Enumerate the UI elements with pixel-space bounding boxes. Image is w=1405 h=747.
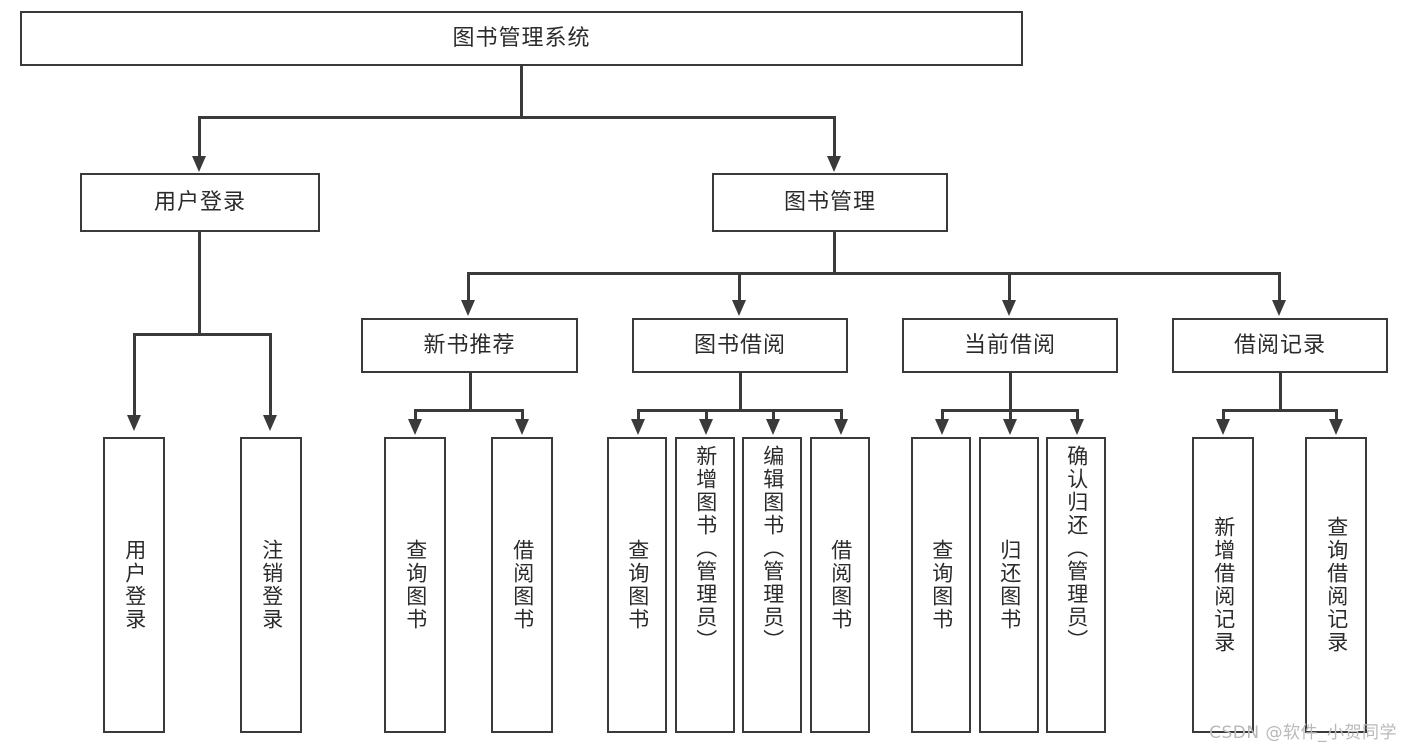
node-label: 用户登录 (122, 539, 147, 631)
connector-currentborrow-stem (1009, 373, 1012, 409)
leaf-confirm-return-admin[interactable]: 确认归还（管理员） (1046, 437, 1106, 733)
connector-currentborrow-drop-3 (1076, 409, 1079, 421)
node-label: 借阅图书 (510, 539, 535, 631)
leaf-query-book-newbook[interactable]: 查询图书 (384, 437, 446, 733)
connector-bookborrow-stem (739, 373, 742, 409)
connector-userlogin-stem (198, 232, 201, 333)
connector-bookmgmt-stem (833, 232, 836, 272)
arrow-to-leaf-borrow-book-1 (515, 419, 529, 435)
node-label: 新增借阅记录 (1211, 516, 1236, 654)
leaf-borrow-book-borrow[interactable]: 借阅图书 (810, 437, 870, 733)
node-book-borrow[interactable]: 图书借阅 (632, 318, 848, 373)
node-label: 图书管理系统 (452, 25, 591, 51)
node-current-borrow[interactable]: 当前借阅 (902, 318, 1118, 373)
connector-currentborrow-drop-1 (941, 409, 944, 421)
connector-currentborrow-drop-2 (1009, 409, 1012, 421)
arrow-to-current-borrow (1002, 300, 1016, 316)
connector-bookborrow-drop-1 (637, 409, 640, 421)
connector-bookborrow-bus (637, 409, 842, 412)
node-label: 确认归还（管理员） (1064, 445, 1089, 652)
connector-userlogin-drop-2 (269, 333, 272, 417)
connector-root-stem (520, 66, 523, 116)
node-borrow-record[interactable]: 借阅记录 (1172, 318, 1388, 373)
arrow-to-borrow-record (1272, 300, 1286, 316)
leaf-add-borrow-record[interactable]: 新增借阅记录 (1192, 437, 1254, 733)
connector-root-to-userlogin (198, 116, 201, 158)
arrow-to-leaf-edit-book (766, 419, 780, 435)
node-label: 查询图书 (403, 539, 428, 631)
node-label: 新书推荐 (423, 332, 516, 358)
arrow-to-leaf-add-record (1216, 419, 1230, 435)
arrow-to-leaf-query-book-1 (408, 419, 422, 435)
connector-newbook-drop-1 (414, 409, 417, 421)
node-label: 图书借阅 (693, 332, 786, 358)
node-label: 查询图书 (929, 539, 954, 631)
connector-borrowrecord-stem (1279, 373, 1282, 409)
node-label: 用户登录 (153, 189, 246, 215)
connector-bookmgmt-bus (467, 272, 1280, 275)
watermark-text: CSDN @软件_小贺同学 (1209, 723, 1397, 743)
node-label: 查询借阅记录 (1324, 516, 1349, 654)
node-label: 归还图书 (997, 539, 1022, 631)
connector-borrowrecord-drop-1 (1222, 409, 1225, 421)
connector-root-bus (198, 116, 835, 119)
leaf-query-book-current[interactable]: 查询图书 (911, 437, 971, 733)
leaf-query-book-borrow[interactable]: 查询图书 (607, 437, 667, 733)
node-label: 图书管理 (783, 189, 876, 215)
node-label: 当前借阅 (963, 332, 1056, 358)
connector-newbook-bus (414, 409, 524, 412)
arrow-to-userlogin (192, 156, 206, 172)
arrow-to-leaf-query-record (1329, 419, 1343, 435)
node-user-login[interactable]: 用户登录 (80, 173, 320, 232)
leaf-add-book-admin[interactable]: 新增图书（管理员） (675, 437, 735, 733)
node-root-system[interactable]: 图书管理系统 (20, 11, 1023, 66)
leaf-query-borrow-record[interactable]: 查询借阅记录 (1305, 437, 1367, 733)
connector-bookborrow-drop-2 (705, 409, 708, 421)
leaf-user-login[interactable]: 用户登录 (103, 437, 165, 733)
node-new-book-recommend[interactable]: 新书推荐 (361, 318, 578, 373)
connector-bookmgmt-drop-1 (467, 272, 470, 302)
arrow-to-new-book (461, 300, 475, 316)
arrow-to-bookmgmt (827, 156, 841, 172)
connector-userlogin-bus (133, 333, 271, 336)
arrow-to-leaf-query-book-2 (631, 419, 645, 435)
node-label: 借阅记录 (1233, 332, 1326, 358)
leaf-logout[interactable]: 注销登录 (240, 437, 302, 733)
connector-newbook-drop-2 (521, 409, 524, 421)
connector-bookmgmt-drop-3 (1008, 272, 1011, 302)
connector-bookborrow-drop-4 (840, 409, 843, 421)
connector-bookmgmt-drop-4 (1278, 272, 1281, 302)
node-book-management[interactable]: 图书管理 (712, 173, 948, 232)
leaf-return-book[interactable]: 归还图书 (979, 437, 1039, 733)
arrow-to-leaf-logout (263, 415, 277, 431)
connector-root-to-bookmgmt (833, 116, 836, 158)
arrow-to-leaf-add-book (699, 419, 713, 435)
connector-bookmgmt-drop-2 (738, 272, 741, 302)
connector-borrowrecord-drop-2 (1335, 409, 1338, 421)
node-label: 注销登录 (259, 539, 284, 631)
node-label: 新增图书（管理员） (693, 445, 718, 652)
leaf-borrow-book-newbook[interactable]: 借阅图书 (491, 437, 553, 733)
connector-borrowrecord-bus (1222, 409, 1337, 412)
arrow-to-leaf-query-book-3 (935, 419, 949, 435)
connector-bookborrow-drop-3 (772, 409, 775, 421)
node-label: 查询图书 (625, 539, 650, 631)
arrow-to-leaf-confirm-return (1070, 419, 1084, 435)
connector-userlogin-drop-1 (133, 333, 136, 417)
arrow-to-leaf-user-login (127, 415, 141, 431)
arrow-to-borrow-book (732, 300, 746, 316)
node-label: 编辑图书（管理员） (760, 445, 785, 652)
connector-newbook-stem (469, 373, 472, 409)
arrow-to-leaf-return-book (1003, 419, 1017, 435)
leaf-edit-book-admin[interactable]: 编辑图书（管理员） (742, 437, 802, 733)
node-label: 借阅图书 (828, 539, 853, 631)
arrow-to-leaf-borrow-book-2 (834, 419, 848, 435)
